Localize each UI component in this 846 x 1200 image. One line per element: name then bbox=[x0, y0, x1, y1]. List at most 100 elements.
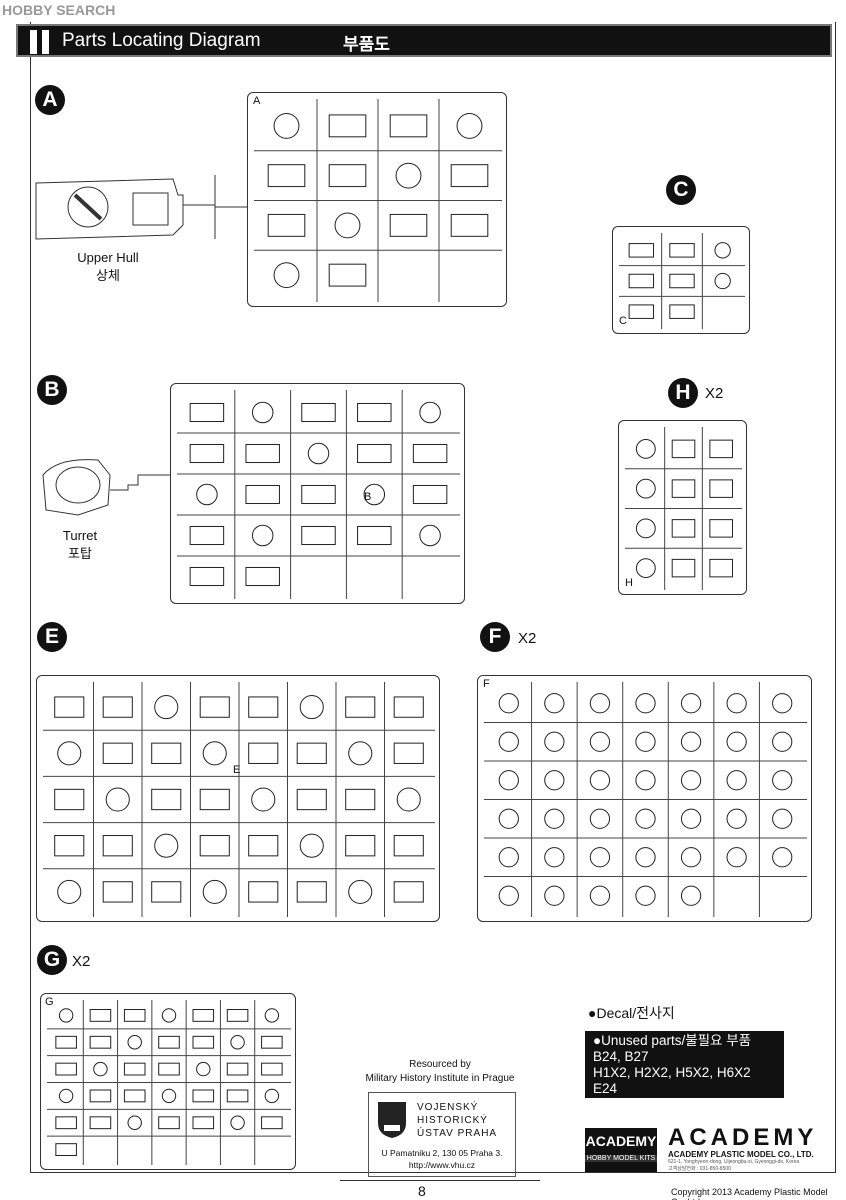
multiplier-h: X2 bbox=[705, 385, 724, 402]
sprue-part bbox=[589, 808, 611, 829]
sprue-part bbox=[498, 885, 519, 906]
sprue-part bbox=[192, 1009, 215, 1022]
sprue-part bbox=[55, 1116, 77, 1130]
copyright: Copyright 2013 Academy Plastic Model Co.… bbox=[671, 1187, 828, 1200]
sprue-part bbox=[345, 835, 376, 857]
sprue-part bbox=[161, 1088, 177, 1104]
vhu-url[interactable]: http://www.vhu.cz bbox=[408, 1160, 476, 1170]
sprue-part bbox=[680, 847, 702, 868]
sprue-part bbox=[628, 243, 655, 258]
sprue-part bbox=[393, 696, 424, 718]
academy-badge: ACADEMY HOBBY MODEL KITS bbox=[585, 1128, 657, 1172]
sprue-part bbox=[296, 742, 327, 764]
sprue-part bbox=[307, 442, 330, 465]
sprue-part bbox=[189, 402, 225, 423]
sprue-part bbox=[93, 1061, 108, 1077]
sprue-part bbox=[635, 731, 656, 752]
sprue-part bbox=[628, 304, 655, 319]
sprue-part bbox=[772, 770, 793, 791]
section-marker-g: G bbox=[37, 945, 67, 975]
sprue-part bbox=[709, 558, 733, 578]
sprue-part bbox=[245, 566, 280, 587]
sprue-part bbox=[544, 770, 565, 791]
sprue-part bbox=[389, 213, 428, 237]
sprue-part bbox=[248, 835, 279, 857]
sprue-part bbox=[89, 1009, 112, 1022]
sprue-part bbox=[296, 881, 327, 903]
sprue-part bbox=[498, 693, 519, 714]
unused-parts-line: B24, B27 bbox=[593, 1049, 649, 1064]
vhu-name-1: VOJENSKÝ bbox=[417, 1102, 479, 1113]
sprue-part bbox=[55, 1143, 77, 1156]
academy-company: ACADEMY PLASTIC MODEL CO., LTD. bbox=[668, 1150, 814, 1159]
sprue-part bbox=[192, 1116, 215, 1130]
sprue-part bbox=[635, 558, 656, 579]
sprue-part bbox=[261, 1116, 283, 1130]
sprue-part bbox=[328, 164, 367, 188]
sprue-part bbox=[396, 787, 421, 812]
sprue-part bbox=[189, 566, 225, 587]
sprue-part bbox=[57, 879, 82, 904]
sprue-part bbox=[671, 558, 696, 578]
sprue-a-label: A bbox=[253, 95, 261, 107]
sprue-g-label: G bbox=[45, 996, 54, 1008]
sprue-part bbox=[498, 770, 519, 791]
sprue-part bbox=[450, 164, 489, 188]
unused-parts-line: H1X2, H2X2, H5X2, H6X2 bbox=[593, 1065, 751, 1080]
sprue-part bbox=[58, 1008, 74, 1023]
sprue-f-label: F bbox=[483, 678, 490, 690]
footer-line bbox=[340, 1180, 540, 1181]
sprue-part bbox=[264, 1088, 280, 1104]
sprue-part bbox=[498, 731, 519, 752]
academy-phone: 고객상담전화 : 031-850-8500 bbox=[668, 1166, 731, 1172]
sprue-part bbox=[544, 731, 565, 752]
page-title-ko: 부품도 bbox=[343, 35, 390, 54]
sprue-part bbox=[714, 272, 731, 290]
sprue-part bbox=[589, 770, 611, 791]
sprue-part bbox=[127, 1035, 142, 1050]
sprue-part bbox=[245, 443, 280, 464]
sprue-part bbox=[635, 438, 656, 459]
sprue-part bbox=[127, 1115, 142, 1130]
sprue-part bbox=[389, 114, 428, 138]
sprue-part bbox=[348, 741, 373, 766]
sprue-part bbox=[419, 524, 441, 547]
upper-hull-drawing bbox=[35, 175, 247, 240]
sprue-part bbox=[151, 742, 182, 764]
sprue-part bbox=[58, 1088, 74, 1104]
sprue-part bbox=[251, 524, 274, 547]
sprue-part bbox=[226, 1062, 249, 1076]
sprue-part bbox=[772, 847, 793, 868]
section-marker-f: F bbox=[480, 622, 510, 652]
sprue-part bbox=[726, 847, 747, 868]
sprue-part bbox=[261, 1062, 283, 1076]
sprue-part bbox=[589, 693, 611, 714]
sprue-part bbox=[267, 213, 306, 237]
sprue-part bbox=[158, 1062, 180, 1076]
section-header: Parts Locating Diagram 부품도 bbox=[16, 24, 832, 57]
sprue-part bbox=[102, 881, 133, 903]
watermark: HOBBY SEARCH bbox=[2, 2, 116, 18]
sprue-part bbox=[301, 484, 336, 505]
sprue-part bbox=[57, 741, 82, 766]
sprue-part bbox=[357, 402, 392, 423]
sprue-part bbox=[123, 1089, 146, 1103]
sprue-part bbox=[334, 212, 361, 239]
vhu-name-3: ÚSTAV PRAHA bbox=[417, 1128, 498, 1139]
sprue-e-label: E bbox=[233, 764, 241, 776]
sprue-part bbox=[273, 112, 300, 139]
page-number: 8 bbox=[418, 1183, 426, 1199]
sprue-part bbox=[202, 741, 227, 766]
sprue-part bbox=[589, 847, 611, 868]
sprue-part bbox=[635, 808, 656, 829]
sprue-a: A bbox=[247, 92, 507, 307]
sprue-part bbox=[348, 879, 373, 904]
sprue-part bbox=[248, 696, 279, 718]
sprue-part bbox=[635, 478, 656, 499]
sprue-part bbox=[199, 835, 230, 857]
sprue-part bbox=[714, 242, 731, 259]
sprue-part bbox=[680, 770, 702, 791]
decal-note: ●Decal/전사지 bbox=[588, 1005, 675, 1021]
sprue-g: G bbox=[40, 993, 296, 1170]
sprue-part bbox=[273, 262, 300, 289]
